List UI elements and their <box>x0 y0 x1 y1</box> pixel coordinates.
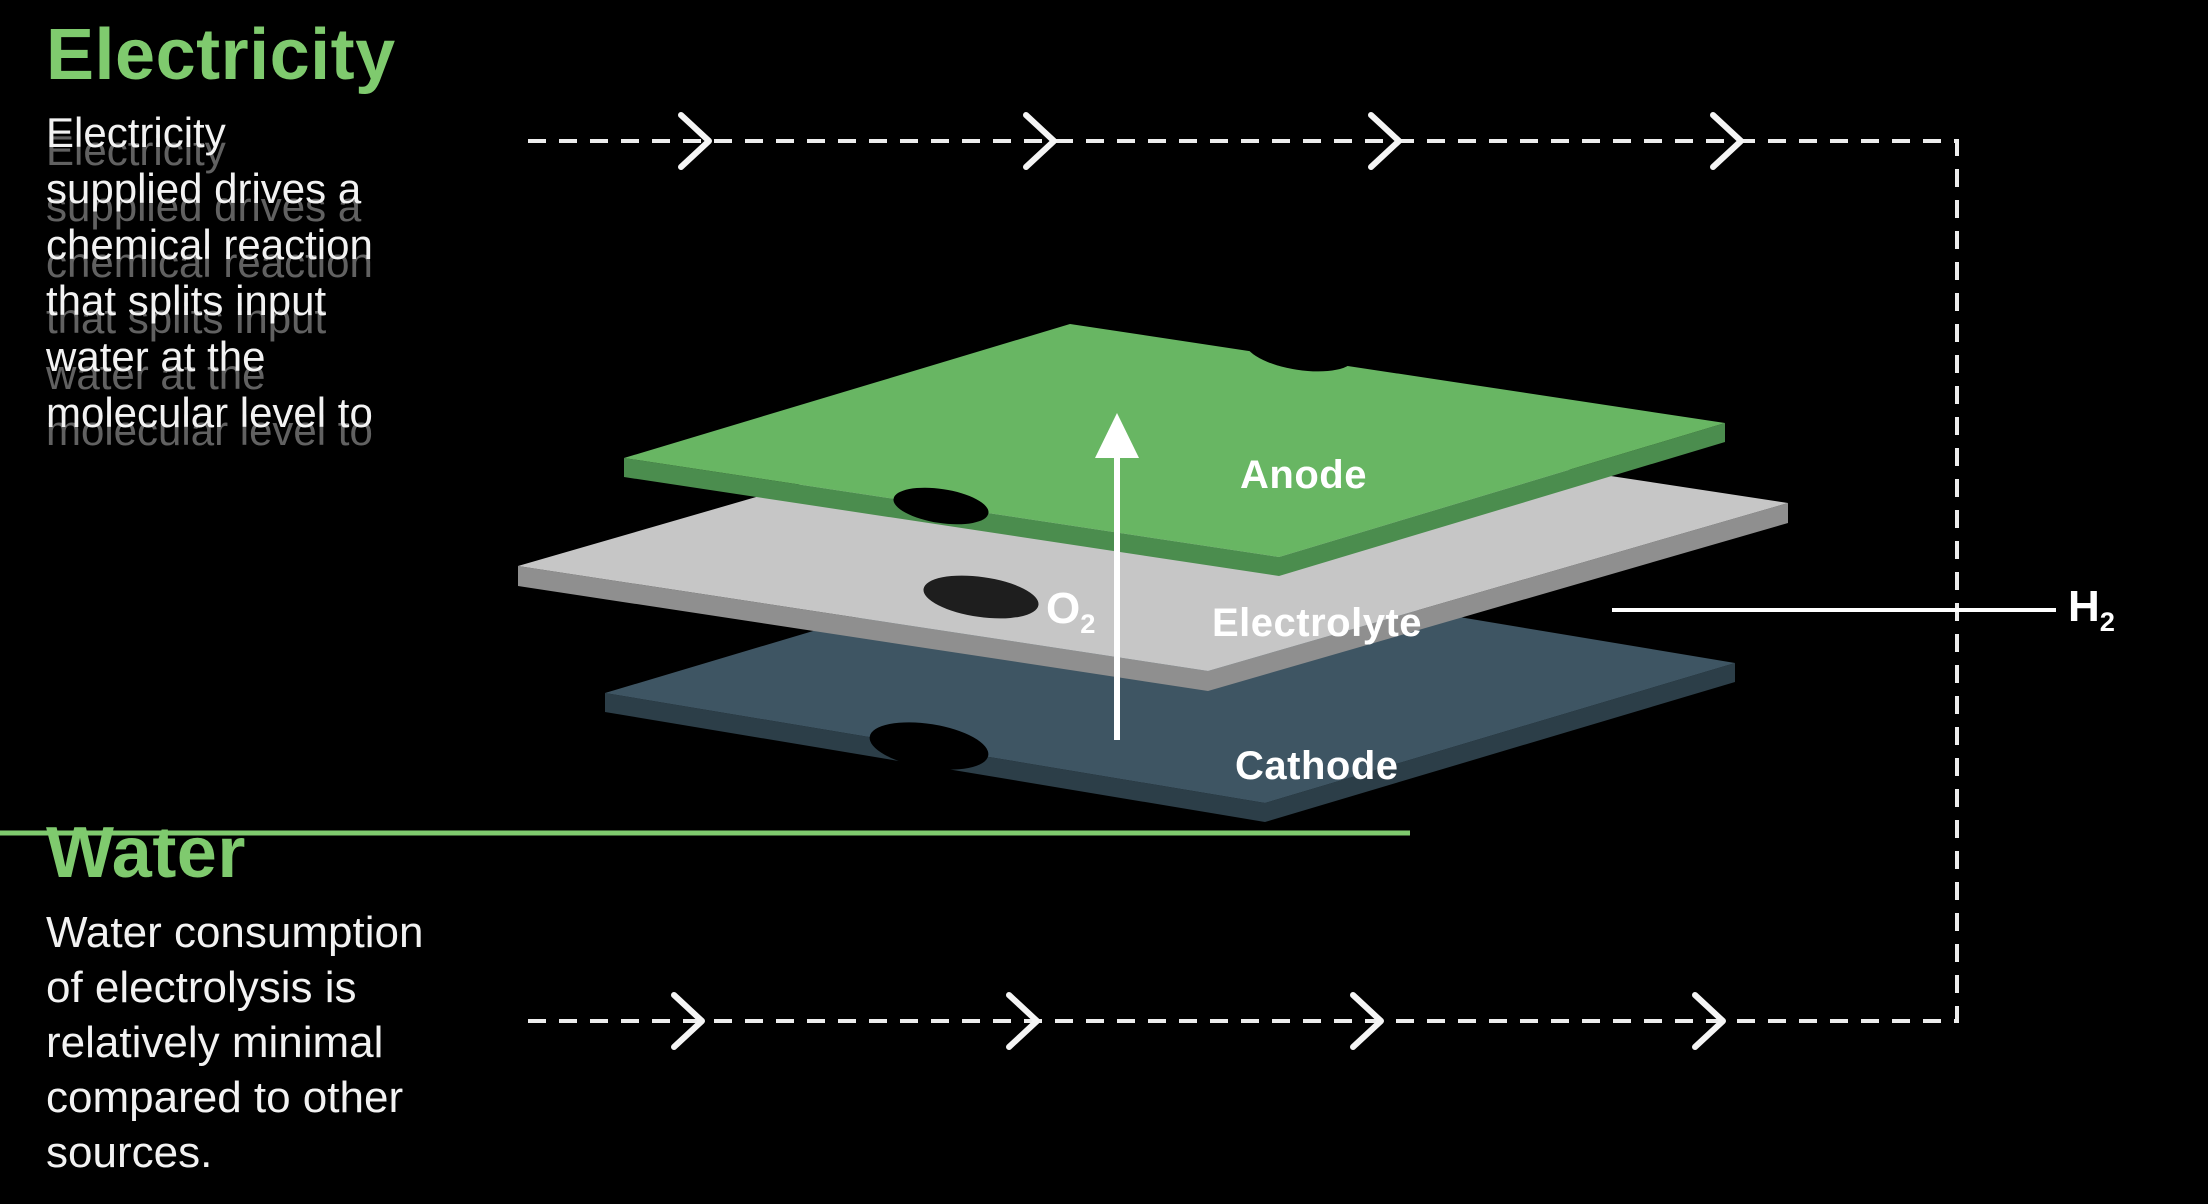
oxygen-symbol: O <box>1046 584 1081 633</box>
chevron-right-icon <box>1692 992 1726 1050</box>
anode-label: Anode <box>1240 453 1367 497</box>
flow-dashed-path <box>521 139 1959 1023</box>
cathode-notch <box>869 722 989 770</box>
chevron-right-icon <box>678 112 712 170</box>
paragraph-line: molecular level to <box>46 389 373 436</box>
anode-notch-bottom <box>893 487 989 525</box>
paragraph-line: relatively minimal <box>46 1018 384 1067</box>
paragraph-line: compared to other <box>46 1073 404 1122</box>
paragraph-line: Electricity <box>46 109 226 156</box>
paragraph-line: Water consumption <box>46 908 424 957</box>
chevron-right-icon <box>1006 992 1040 1050</box>
electricity-paragraph-main: Electricity supplied drives a chemical r… <box>46 105 373 441</box>
chevron-right-icon <box>1023 112 1057 170</box>
electricity-heading: Electricity <box>46 15 396 95</box>
paragraph-line: that splits input <box>46 277 327 324</box>
paragraph-line: supplied drives a <box>46 165 362 212</box>
water-heading: Water <box>46 813 246 893</box>
chevron-right-icon <box>1350 992 1384 1050</box>
hydrogen-symbol: H <box>2068 582 2100 631</box>
paragraph-line: chemical reaction <box>46 221 373 268</box>
paragraph-line: water at the <box>46 333 266 380</box>
electricity-paragraph: Electricity supplied drives a chemical r… <box>46 105 373 454</box>
cathode-layer-side <box>605 663 1735 822</box>
anode-layer <box>624 324 1725 576</box>
oxygen-subscript: 2 <box>1080 607 1096 639</box>
water-paragraph: Water consumption of electrolysis is rel… <box>46 905 423 1180</box>
anode-layer-side <box>624 423 1725 576</box>
hydrogen-subscript: 2 <box>2099 605 2115 637</box>
flow-arrowheads-top <box>678 112 1744 170</box>
electrolyte-label: Electrolyte <box>1212 601 1423 645</box>
oxygen-up-arrow-icon <box>1095 413 1139 740</box>
flow-arrowheads-bottom <box>671 992 1726 1050</box>
oxygen-label: O2 <box>1046 584 1095 640</box>
chevron-right-icon <box>671 992 705 1050</box>
paragraph-line: sources. <box>46 1128 213 1177</box>
chevron-right-icon <box>1368 112 1402 170</box>
electrolyte-hole <box>923 575 1039 619</box>
anode-notch-top <box>1245 328 1355 372</box>
hydrogen-label: H2 <box>2068 582 2115 638</box>
paragraph-line: of electrolysis is <box>46 963 357 1012</box>
cathode-label: Cathode <box>1235 744 1399 788</box>
chevron-right-icon <box>1710 112 1744 170</box>
